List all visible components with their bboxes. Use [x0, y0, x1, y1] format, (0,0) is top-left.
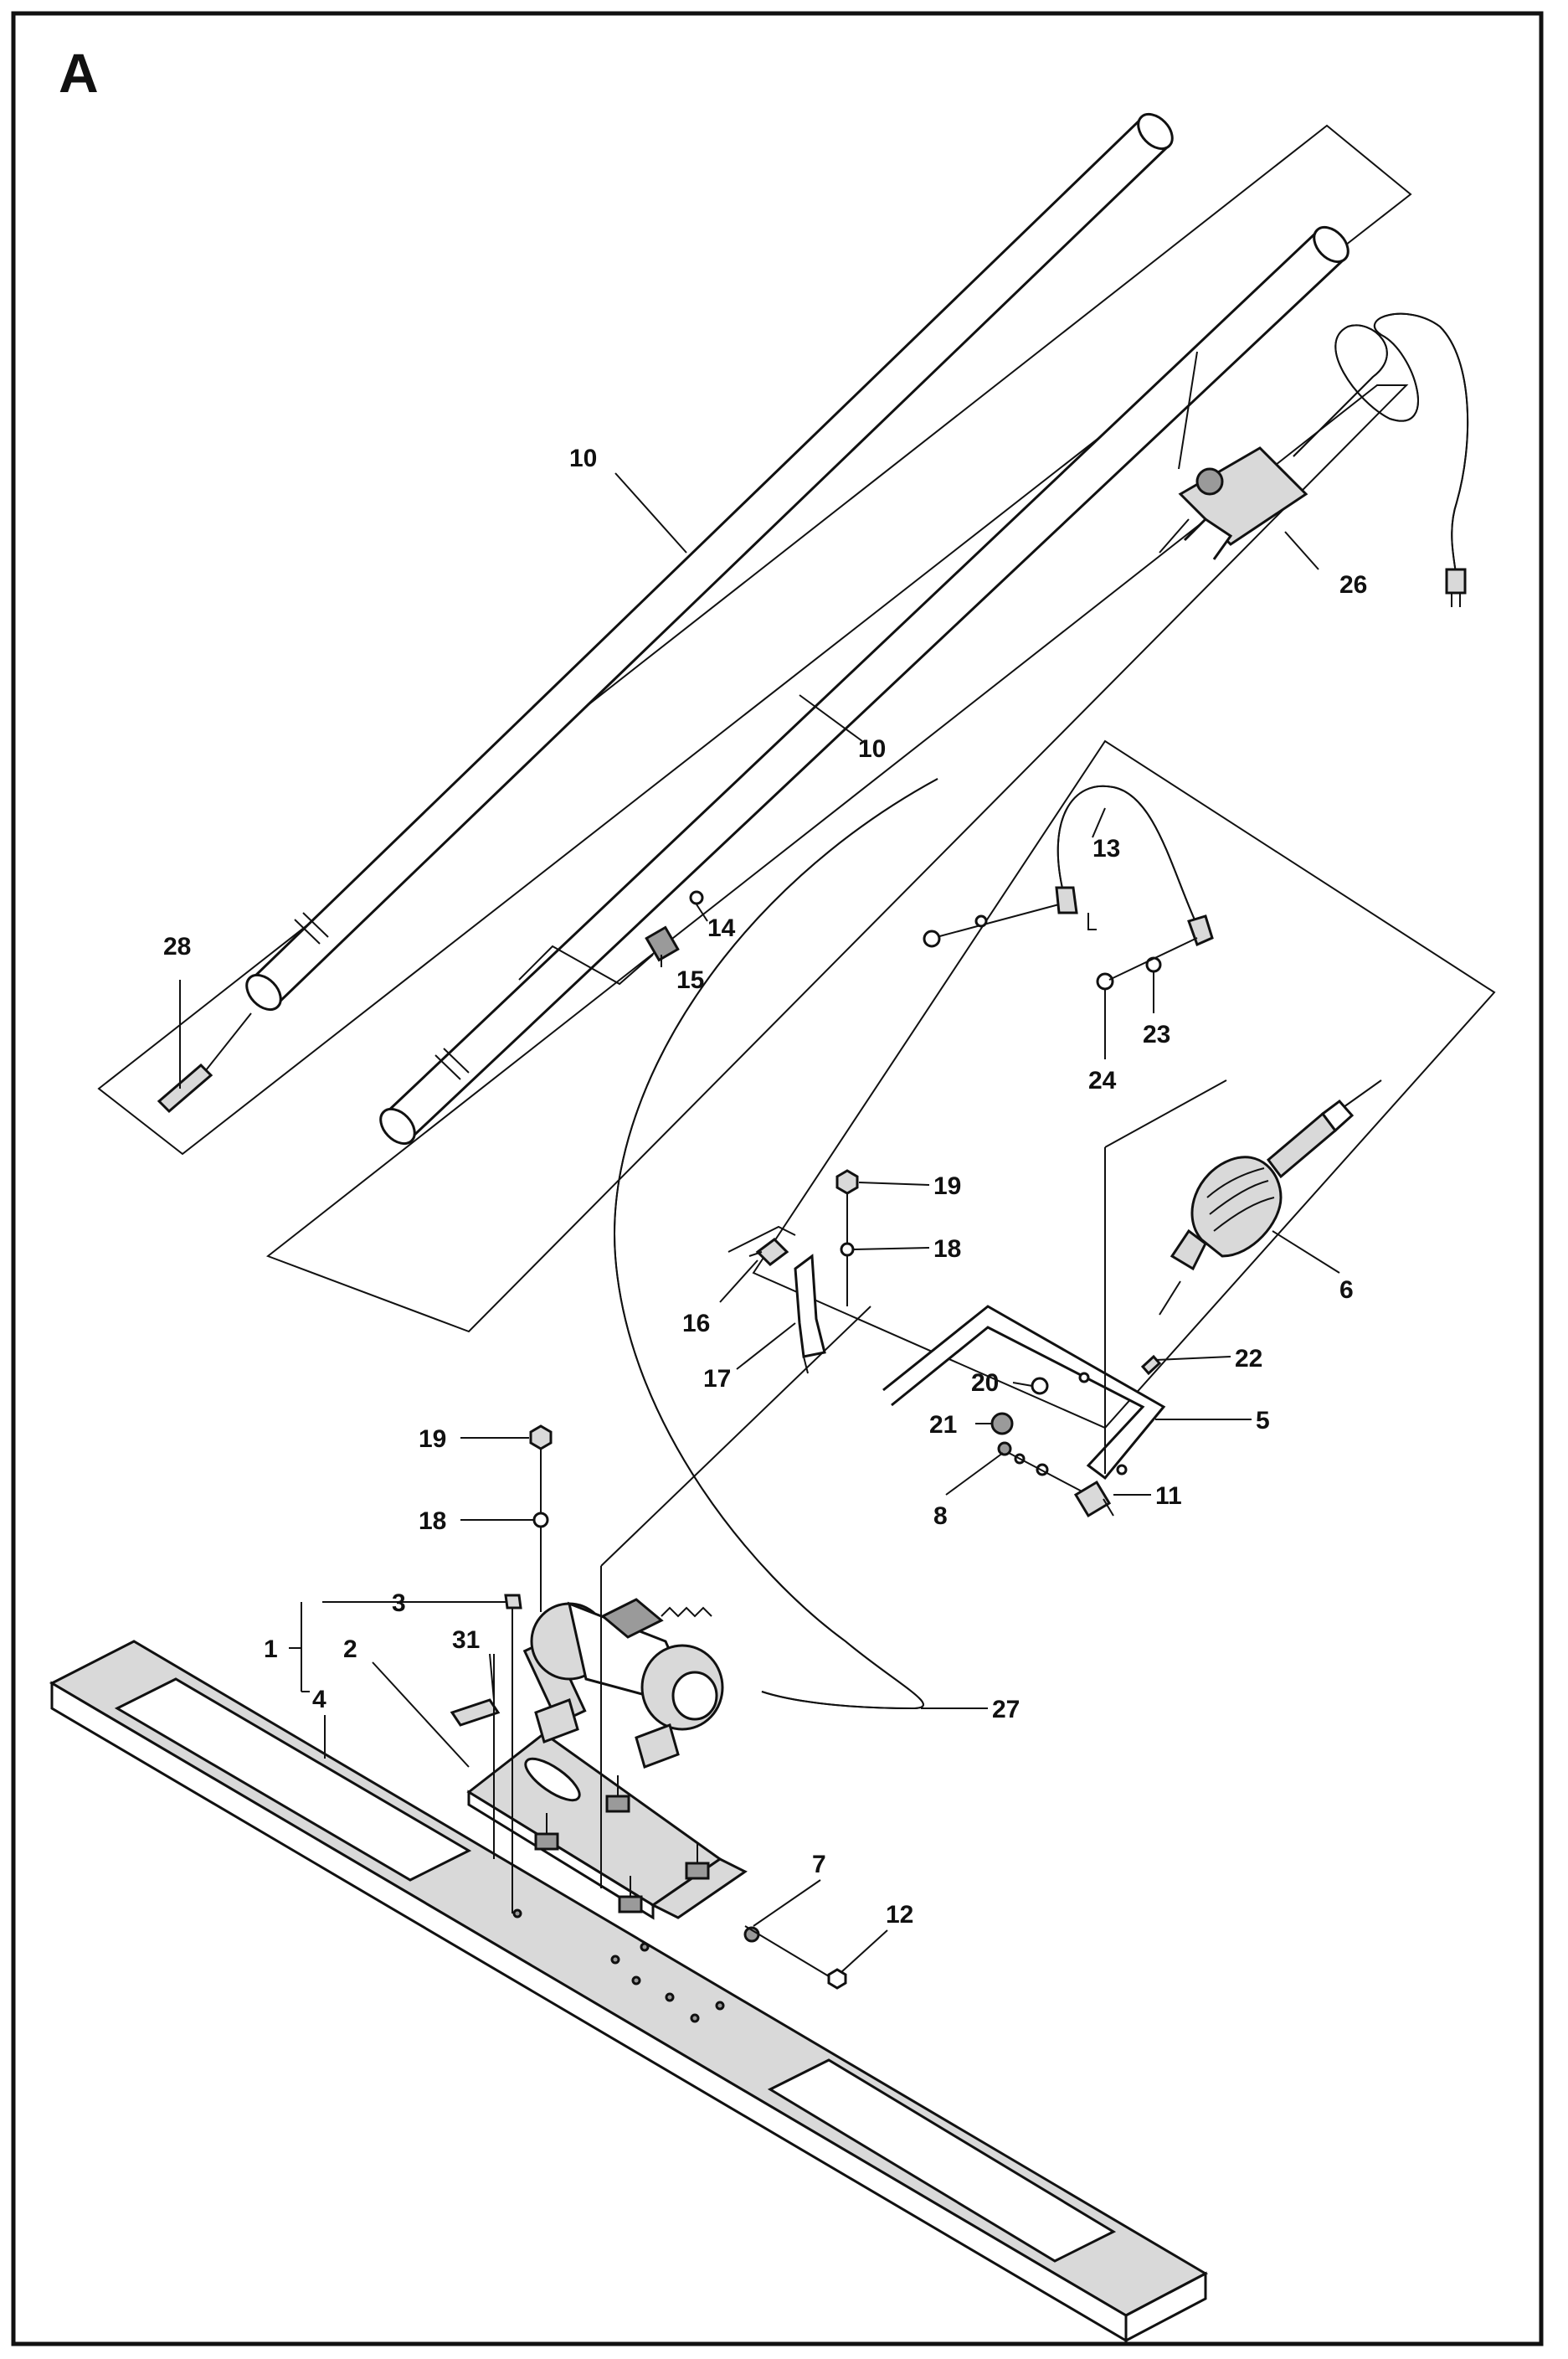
- callout-21: 21: [929, 1411, 957, 1439]
- section-letter: A: [59, 42, 99, 104]
- nut-part-21: [990, 1412, 1014, 1435]
- callout-20: 20: [971, 1369, 999, 1397]
- callout-19-lower: 19: [419, 1425, 446, 1453]
- screw-part-3: [504, 1594, 522, 1913]
- screw-part-22: [1140, 1354, 1231, 1376]
- callout-31: 31: [452, 1626, 480, 1654]
- callout-17: 17: [703, 1365, 731, 1393]
- callout-4: 4: [312, 1686, 326, 1713]
- pole-upper: [245, 112, 1174, 1012]
- callout-3: 3: [392, 1589, 406, 1617]
- callout-12: 12: [886, 1901, 913, 1929]
- label-part-31: [450, 1653, 501, 1727]
- u-bracket-part-5: [882, 1305, 1166, 1481]
- callout-18-lower: 18: [419, 1507, 446, 1535]
- washer-part-18-upper: [840, 1242, 855, 1257]
- callout-leaders: [179, 472, 1340, 1973]
- nut-part-19-lower: [529, 1424, 553, 1450]
- callout-19-upper: 19: [933, 1172, 961, 1200]
- rubber-mounts: [534, 1775, 710, 1913]
- cable-end-part-6: [1159, 1079, 1382, 1316]
- bracket-part-17: [727, 1225, 826, 1374]
- callout-24: 24: [1088, 1067, 1117, 1095]
- callout-1: 1: [264, 1635, 278, 1663]
- callout-26: 26: [1339, 571, 1367, 599]
- callout-27: 27: [992, 1696, 1020, 1723]
- pole-lower: [379, 225, 1350, 1146]
- guide-plane-bracket: [752, 739, 1496, 1429]
- callout-6: 6: [1339, 1276, 1354, 1304]
- screed-beam-part-4: [49, 1640, 1209, 2343]
- washer-part-18-lower: [532, 1512, 549, 1528]
- guide-plane-upper: [97, 124, 1412, 1156]
- washer-part-24: [1096, 972, 1114, 991]
- callout-14: 14: [707, 914, 736, 942]
- nut-part-12: [827, 1968, 847, 1990]
- nut-part-19-upper: [835, 1169, 859, 1195]
- pin-part-16: [748, 1238, 789, 1266]
- callout-11: 11: [1155, 1482, 1182, 1510]
- callout-15: 15: [676, 966, 704, 994]
- callout-13: 13: [1092, 835, 1120, 863]
- callout-8: 8: [933, 1502, 948, 1530]
- callout-16: 16: [682, 1310, 710, 1337]
- callout-2: 2: [343, 1635, 357, 1663]
- nut-part-20: [1031, 1377, 1049, 1395]
- callout-7: 7: [812, 1851, 826, 1878]
- screw-part-8: [997, 1441, 1089, 1496]
- callout-22: 22: [1235, 1345, 1262, 1373]
- callout-28: 28: [163, 933, 191, 961]
- callout-18-upper: 18: [933, 1235, 961, 1263]
- switch-box-part-26: [1159, 312, 1469, 607]
- callout-23: 23: [1143, 1021, 1170, 1048]
- guide-plane-lower: [265, 384, 1409, 1333]
- callout-10-upper: 10: [569, 445, 597, 472]
- callout-10-lower: 10: [858, 735, 886, 763]
- clamp-part-15: [518, 890, 704, 986]
- bushing-part-11: [1073, 1480, 1114, 1518]
- callout-5: 5: [1256, 1407, 1270, 1434]
- handle-hose-part-13: [923, 785, 1214, 948]
- pin-part-28: [157, 1012, 252, 1114]
- base-plate-part-2: [466, 1732, 748, 1920]
- diagram-frame: [11, 11, 1544, 2346]
